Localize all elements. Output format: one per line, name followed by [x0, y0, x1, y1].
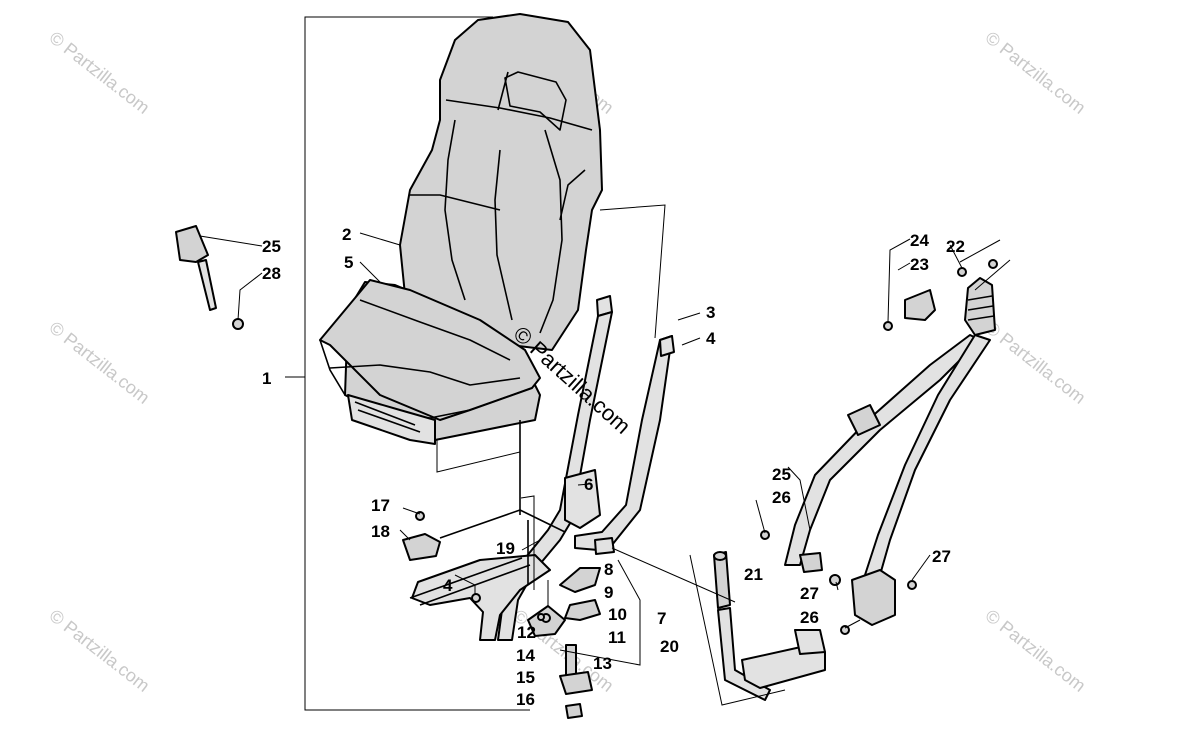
callout-11: 11 [608, 628, 626, 647]
watermark-mid-left: © Partzilla.com [46, 317, 154, 407]
callout-27-right: 27 [932, 547, 951, 566]
callout-9: 9 [604, 583, 613, 602]
callout-24: 24 [910, 231, 929, 250]
callout-26-lower: 26 [800, 608, 819, 627]
callout-18: 18 [371, 522, 390, 541]
lap-belt-part [175, 225, 244, 330]
callout-10: 10 [608, 605, 627, 624]
callout-3: 3 [706, 303, 715, 322]
shoulder-belt [760, 239, 1011, 635]
callout-19: 19 [496, 539, 515, 558]
callout-6: 6 [584, 475, 593, 494]
callout-7: 7 [657, 609, 666, 628]
callout-labels: 1 2 3 4 4 5 6 7 8 9 10 11 12 13 14 15 16… [262, 225, 965, 709]
leader-lines [199, 232, 963, 629]
seat-cushion [319, 279, 541, 445]
callout-23: 23 [910, 255, 929, 274]
callout-13: 13 [593, 654, 612, 673]
callout-5: 5 [344, 253, 353, 272]
watermark-top-right: © Partzilla.com [982, 27, 1090, 117]
mount-bracket [611, 547, 826, 706]
latch-components [402, 511, 641, 719]
callout-1: 1 [262, 369, 271, 388]
callout-27-left: 27 [800, 584, 819, 603]
watermark-bottom-right: © Partzilla.com [982, 605, 1090, 695]
watermark-top-left: © Partzilla.com [46, 27, 154, 117]
callout-2: 2 [342, 225, 351, 244]
watermark-mid-right: © Partzilla.com [982, 317, 1090, 407]
callout-8: 8 [604, 560, 613, 579]
callout-28: 28 [262, 264, 281, 283]
callout-22: 22 [946, 237, 965, 256]
callout-20: 20 [660, 637, 679, 656]
callout-4-top: 4 [706, 329, 716, 348]
assembly-bracket [304, 16, 530, 711]
callout-26-upper: 26 [772, 488, 791, 507]
callout-15: 15 [516, 668, 535, 687]
callout-25-right: 25 [772, 465, 791, 484]
callout-17: 17 [371, 496, 390, 515]
callout-14: 14 [516, 646, 535, 665]
callout-25-left: 25 [262, 237, 281, 256]
seat-back [399, 13, 603, 351]
callout-4-bottom: 4 [443, 576, 453, 595]
callout-21: 21 [744, 565, 763, 584]
watermark-bottom-left: © Partzilla.com [46, 605, 154, 695]
seat-frame [409, 295, 675, 641]
callout-16: 16 [516, 690, 535, 709]
callout-12: 12 [517, 623, 536, 642]
